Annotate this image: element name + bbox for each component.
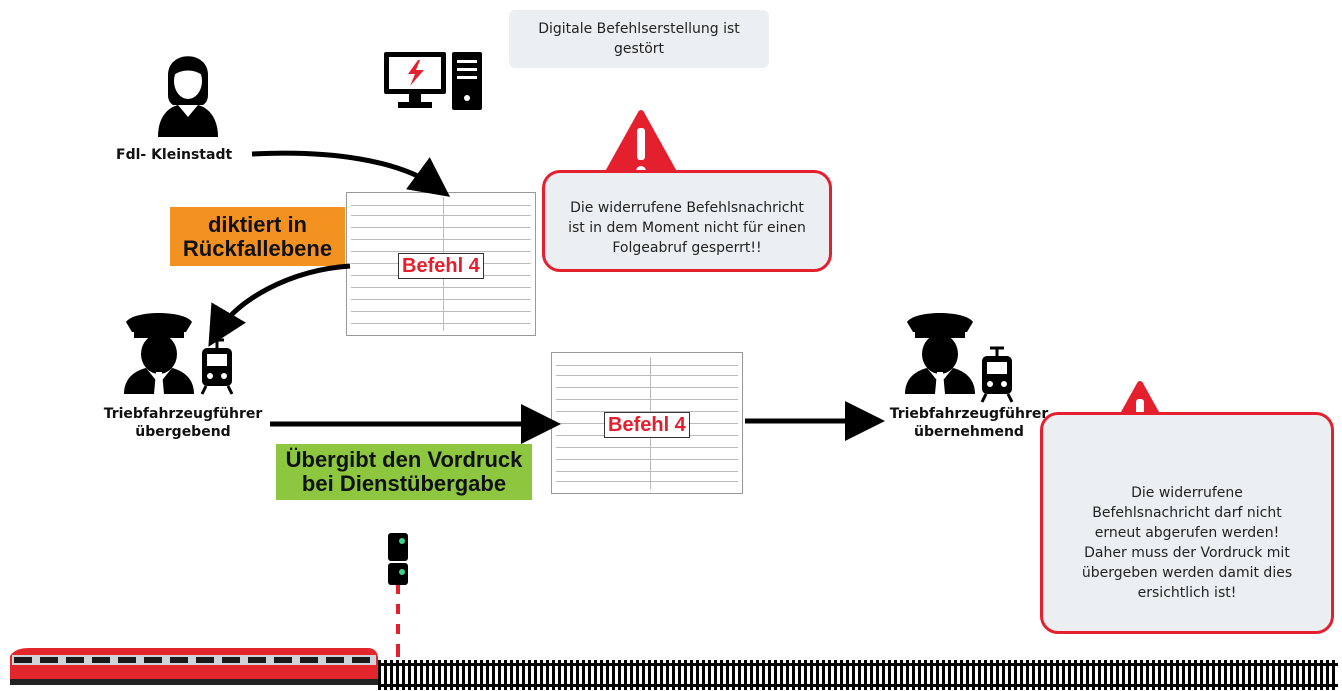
driver-left-label: Triebfahrzeugführer übergebend [103, 406, 263, 440]
handover-tag-text: Übergibt den Vordruck bei Dienstübergabe [285, 447, 523, 496]
train-icon [10, 648, 378, 685]
status-note-text: Digitale Befehlserstellung ist gestört [538, 21, 740, 57]
warning-text-1: Die widerrufene Befehlsnachricht ist in … [568, 200, 806, 256]
status-note: Digitale Befehlserstellung ist gestört [509, 10, 769, 68]
arrow-dispatcher-to-form [251, 150, 451, 197]
warning-text-2: Die widerrufene Befehlsnachricht darf ni… [1081, 485, 1293, 601]
form-title-1: Befehl 4 [398, 253, 484, 279]
command-form-2 [551, 352, 743, 494]
driver-right-label: Triebfahrzeugführer übernehmend [889, 406, 1049, 440]
warning-box-2: Die widerrufene Befehlsnachricht darf ni… [1040, 412, 1334, 634]
form-title-2: Befehl 4 [604, 412, 690, 438]
dispatcher-label: Fdl- Kleinstadt [116, 147, 233, 163]
dictated-tag: diktiert in Rückfallebene [170, 207, 345, 266]
arrow-form-to-driver [208, 263, 351, 347]
handover-tag: Übergibt den Vordruck bei Dienstübergabe [276, 444, 532, 500]
dictated-tag-text: diktiert in Rückfallebene [182, 211, 333, 261]
warning-box-1: Die widerrufene Befehlsnachricht ist in … [542, 170, 832, 272]
